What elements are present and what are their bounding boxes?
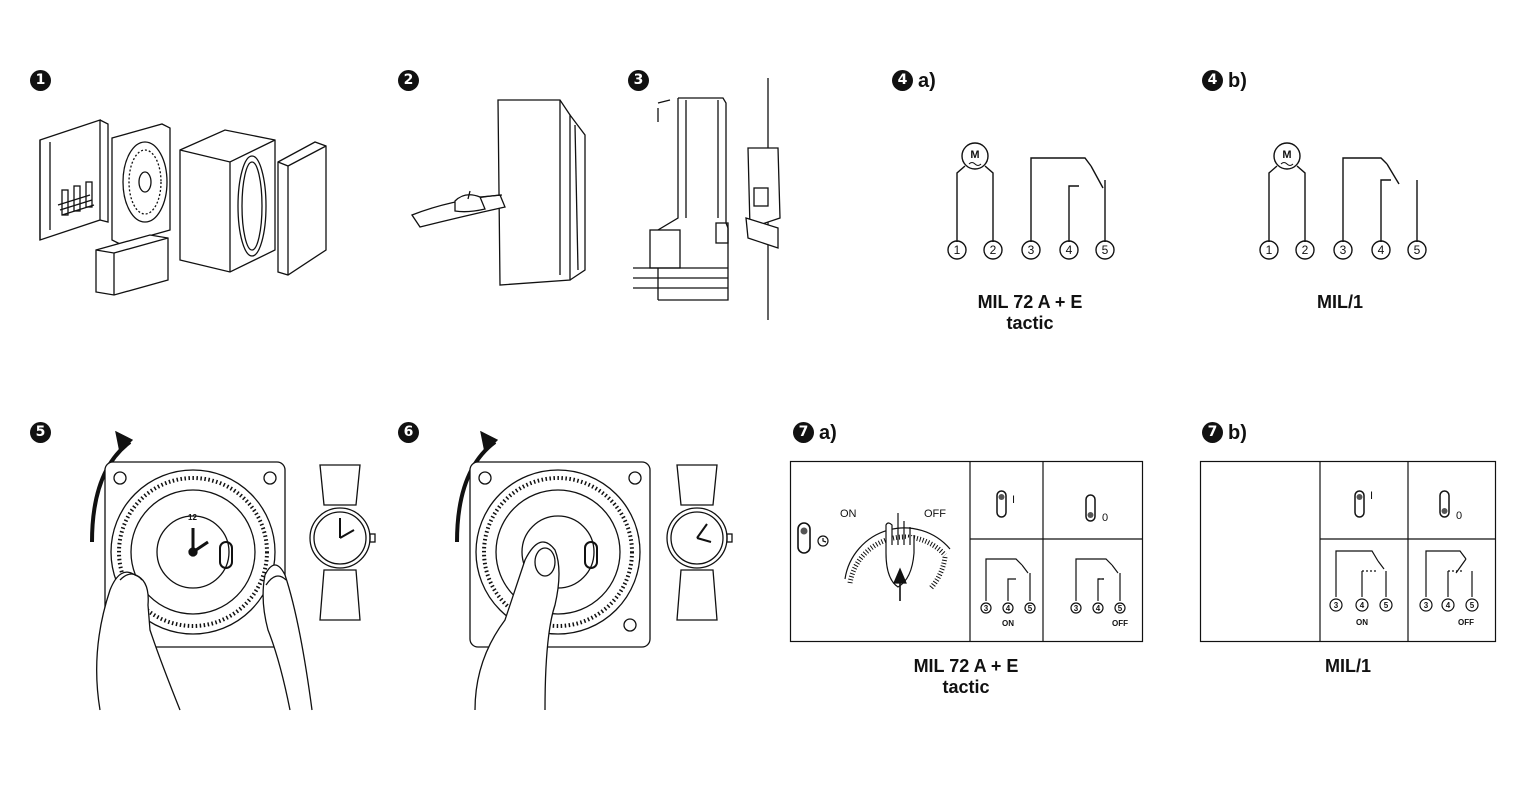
set-time-two-hands-illustration: 12 — [80, 430, 390, 710]
motor-label: M — [970, 149, 979, 161]
step-1-badge: 1 — [30, 70, 51, 91]
din-rail-mount-illustration — [628, 78, 778, 323]
terminal-row-4b: 1 2 3 4 5 — [1260, 241, 1426, 259]
terminal-3: 3 — [1028, 243, 1035, 257]
terminal-3: 3 — [984, 604, 989, 613]
caption-4b: MIL/1 — [1240, 292, 1440, 313]
terminal-2: 2 — [990, 243, 997, 257]
terminal-4: 4 — [1378, 243, 1385, 257]
terminal-1: 1 — [954, 243, 961, 257]
caption-4a-line2: tactic — [930, 313, 1130, 334]
step-7b-suffix: b) — [1228, 423, 1247, 444]
step-7b-badge: 7 — [1202, 422, 1223, 443]
switch-off-symbol: 0 — [1456, 510, 1462, 522]
caption-7b-line1: MIL/1 — [1248, 656, 1448, 677]
dial-on-label: ON — [840, 508, 857, 520]
terminal-5: 5 — [1028, 604, 1033, 613]
terminal-3: 3 — [1334, 601, 1339, 610]
contact-off-label: OFF — [1112, 619, 1128, 628]
wiring-diagram-4b: M 1 2 3 4 5 — [1257, 140, 1437, 265]
contact-on-label: ON — [1002, 619, 1014, 628]
caption-4b-line1: MIL/1 — [1240, 292, 1440, 313]
terminal-3: 3 — [1074, 604, 1079, 613]
terminal-row-4a: 1 2 3 4 5 — [948, 241, 1114, 259]
motor-label-4b: M — [1282, 149, 1291, 161]
terminal-1: 1 — [1266, 243, 1273, 257]
terminal-3: 3 — [1424, 601, 1429, 610]
step-2-badge: 2 — [398, 70, 419, 91]
terminal-5: 5 — [1414, 243, 1421, 257]
terminal-4: 4 — [1360, 601, 1365, 610]
terminal-5: 5 — [1384, 601, 1389, 610]
switch-on-symbol: I — [1370, 490, 1373, 502]
caption-7a-line2: tactic — [866, 677, 1066, 698]
switch-off-symbol: 0 — [1102, 512, 1108, 524]
step-7a-badge: 7 — [793, 422, 814, 443]
dial-off-label: OFF — [924, 508, 946, 520]
terminal-5: 5 — [1118, 604, 1123, 613]
caption-4a: MIL 72 A + E tactic — [930, 292, 1130, 334]
terminal-4: 4 — [1446, 601, 1451, 610]
switch-panel-7b: I 0 3 4 5 ON 3 4 5 OFF — [1200, 461, 1497, 643]
switch-on-symbol: I — [1012, 494, 1015, 506]
terminal-5: 5 — [1102, 243, 1109, 257]
step-7a-suffix: a) — [819, 423, 837, 444]
terminal-4: 4 — [1066, 243, 1073, 257]
step-4b-suffix: b) — [1228, 71, 1247, 92]
exploded-assembly-illustration — [30, 110, 360, 310]
hand-pressing-illustration — [410, 95, 590, 290]
step-4a-suffix: a) — [918, 71, 936, 92]
step-4a-badge: 4 — [892, 70, 913, 91]
terminal-4: 4 — [1096, 604, 1101, 613]
caption-7a-line1: MIL 72 A + E — [866, 656, 1066, 677]
terminal-5: 5 — [1470, 601, 1475, 610]
step-5-badge: 5 — [30, 422, 51, 443]
switch-panel-7a: ON OFF I 0 3 4 5 ON 3 4 5 OFF — [790, 461, 1144, 643]
step-6-badge: 6 — [398, 422, 419, 443]
caption-4a-line1: MIL 72 A + E — [930, 292, 1130, 313]
caption-7b: MIL/1 — [1248, 656, 1448, 677]
terminal-3: 3 — [1340, 243, 1347, 257]
wiring-diagram-4a: M 1 2 3 4 5 — [945, 140, 1125, 265]
terminal-2: 2 — [1302, 243, 1309, 257]
caption-7a: MIL 72 A + E tactic — [866, 656, 1066, 698]
set-program-finger-illustration — [445, 430, 745, 710]
step-4b-badge: 4 — [1202, 70, 1223, 91]
terminal-4: 4 — [1006, 604, 1011, 613]
contact-on-label: ON — [1356, 618, 1368, 627]
dial-12-label: 12 — [188, 513, 197, 522]
contact-off-label: OFF — [1458, 618, 1474, 627]
